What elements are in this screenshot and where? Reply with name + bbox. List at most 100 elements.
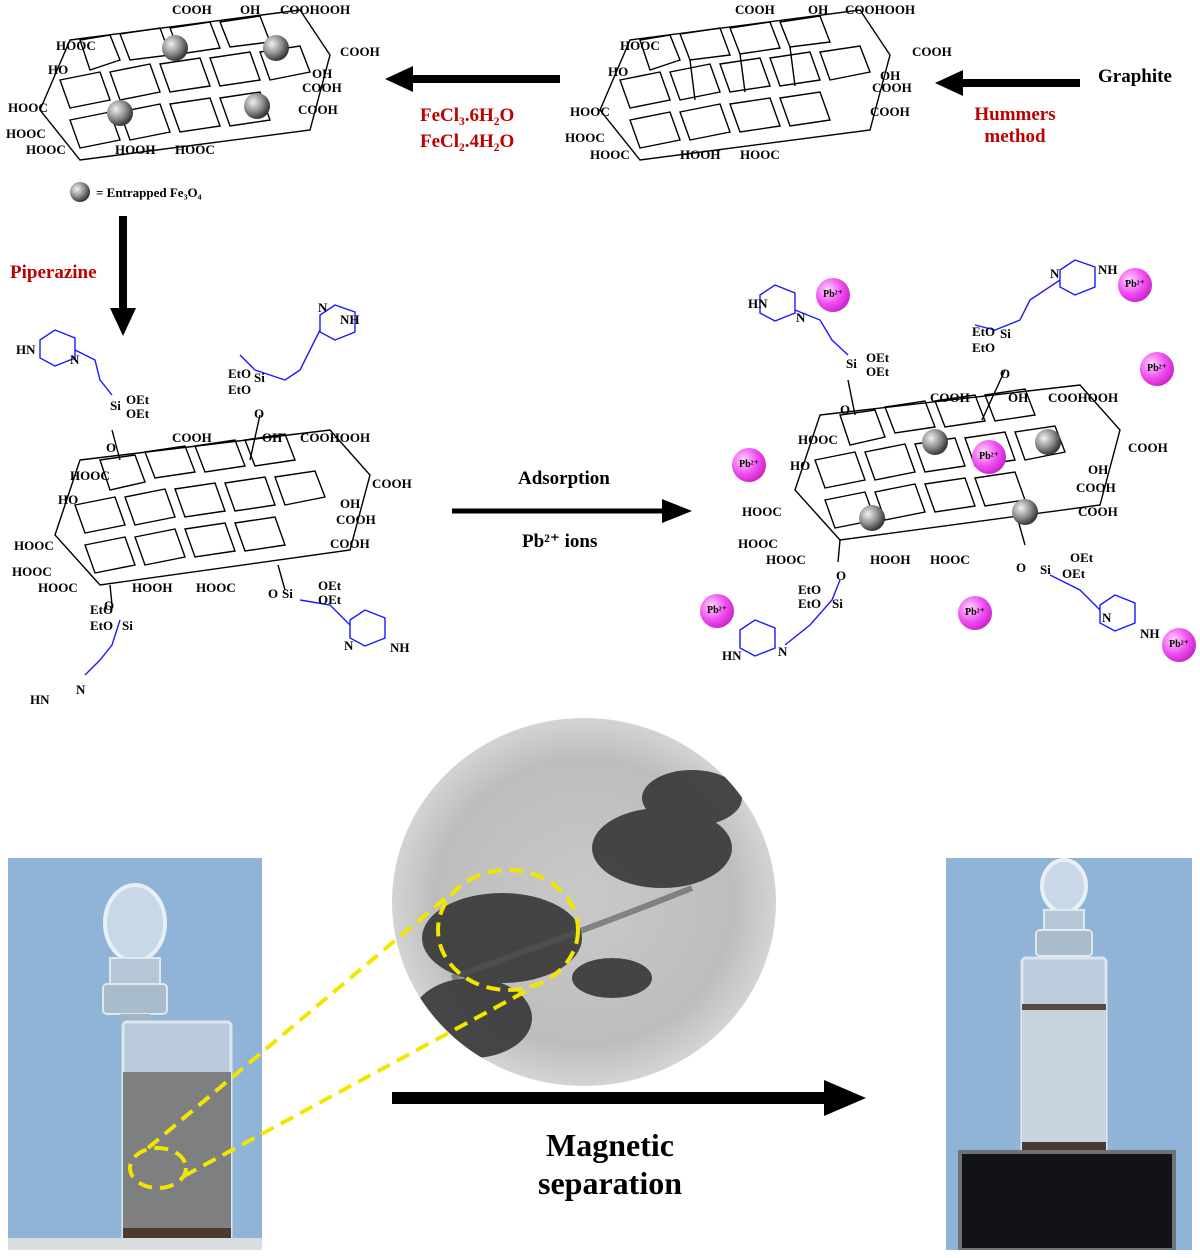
fecl3-label: FeCl₃.6H₂O xyxy=(420,105,515,126)
fmgo-silane-n-4: N xyxy=(76,682,86,697)
pbmgo-label-hooc-1: HOOC xyxy=(798,432,838,447)
go-label-oh-1: OH xyxy=(808,2,829,17)
pbmgo-silane-nh-2: NH xyxy=(1140,626,1160,641)
pbmgo-silane-o-1: O xyxy=(840,402,851,417)
pbmgo-label-cooh-5: COOH xyxy=(1078,504,1118,519)
mgo-label-hooc-4: HOOC xyxy=(26,142,66,157)
pb-ion: Pb²⁺ xyxy=(1162,628,1196,662)
fmgo-label-ho-1: HO xyxy=(58,492,79,507)
pbmgo-silane-si-4: Si xyxy=(1040,562,1051,577)
fmgo-silane-nh-2: NH xyxy=(390,640,410,655)
fmgo-silane-eto-2: EtO xyxy=(228,382,252,397)
pbmgo-label-oh-2: OH xyxy=(1088,462,1109,477)
fmgo-label-cooh-4: COOH xyxy=(336,512,376,527)
pbmgo-silane-n-2: N xyxy=(1050,266,1060,281)
pb-ion: Pb²⁺ xyxy=(958,596,992,630)
go-label-cooh-1: COOH xyxy=(735,2,775,17)
pb-loaded-mgo-structure xyxy=(739,259,1136,657)
pbmgo-silane-o-2: O xyxy=(1000,366,1011,381)
pbmgo-silane-eto-1: EtO xyxy=(972,324,996,339)
fmgo-label-hooh-1: HOOH xyxy=(132,580,173,595)
arrow-mgo-to-functionalized xyxy=(110,216,136,336)
pbmgo-silane-o-4: O xyxy=(1016,560,1027,575)
fe3o4-particle xyxy=(1012,499,1038,525)
fmgo-silane-n-3: N xyxy=(344,638,354,653)
fmgo-silane-oet-3: OEt xyxy=(318,578,342,593)
pbmgo-silane-oet-2: OEt xyxy=(866,364,890,379)
go-label-cooh-2: COOHOOH xyxy=(845,2,916,17)
go-label-hooc-5: HOOC xyxy=(740,147,780,162)
fe3o4-particle xyxy=(859,505,885,531)
fmgo-silane-o-2: O xyxy=(254,406,265,421)
fmgo-silane-nh-1: NH xyxy=(340,312,360,327)
pbmgo-silane-oet-3: OEt xyxy=(1070,550,1094,565)
zoom-callout xyxy=(128,868,580,1190)
fmgo-label-hooc-2: HOOC xyxy=(14,538,54,553)
go-label-ho-1: HO xyxy=(608,64,629,79)
mgo-label-cooh-4: COOH xyxy=(302,80,342,95)
vial-after-photo xyxy=(946,858,1192,1250)
magnetic-separation-line-2: separation xyxy=(538,1165,682,1201)
hummers-line-1: Hummers xyxy=(974,104,1056,125)
pb-ion: Pb²⁺ xyxy=(816,278,850,312)
arrow-adsorption xyxy=(452,499,692,523)
tem-micrograph xyxy=(392,718,776,1086)
pbmgo-label-hooc-2: HOOC xyxy=(742,504,782,519)
fmgo-label-cooh-3: COOH xyxy=(372,476,412,491)
fe3o4-particle xyxy=(922,429,948,455)
pb-ion: Pb²⁺ xyxy=(1140,352,1174,386)
go-label-oh-2: OH xyxy=(880,68,901,83)
pbmgo-label-ho-1: HO xyxy=(790,458,811,473)
fe3o4-particle xyxy=(107,100,133,126)
fmgo-label-hooc-4: HOOC xyxy=(38,580,78,595)
arrow-magnetic-separation xyxy=(392,1080,866,1116)
fmgo-silane-oet-4: OEt xyxy=(318,592,342,607)
pbmgo-silane-hn-2: HN xyxy=(722,648,742,663)
tem-particles xyxy=(412,770,742,1058)
magnetic-graphene-oxide-structure xyxy=(39,9,331,161)
fe3o4-particle xyxy=(162,35,188,61)
fmgo-label-hooc-1: HOOC xyxy=(70,468,110,483)
vial-zoom-ellipse xyxy=(128,1146,188,1190)
fmgo-silane-hn-1: HN xyxy=(16,342,36,357)
vial-before-photo xyxy=(8,858,262,1250)
go-label-cooh-5: COOH xyxy=(870,104,910,119)
fe3o4-particle xyxy=(244,93,270,119)
pbmgo-label-hooh-1: HOOH xyxy=(870,552,911,567)
pbmgo-silane-n-1: N xyxy=(796,310,806,325)
fmgo-label-cooh-5: COOH xyxy=(330,536,370,551)
arrow-go-to-mgo xyxy=(385,66,560,92)
mgo-label-cooh-1: COOH xyxy=(172,2,212,17)
pbmgo-silane-n-3: N xyxy=(1102,610,1112,625)
fe3o4-legend-icon xyxy=(70,182,90,202)
go-label-hooh-1: HOOH xyxy=(680,147,721,162)
mgo-label-cooh-5: COOH xyxy=(298,102,338,117)
pbmgo-label-cooh-4: COOH xyxy=(1076,480,1116,495)
pbmgo-label-hooc-5: HOOC xyxy=(930,552,970,567)
fmgo-label-cooh-1: COOH xyxy=(172,430,212,445)
fmgo-silane-eto-1: EtO xyxy=(228,366,252,381)
fmgo-silane-oet-1: OEt xyxy=(126,392,150,407)
vial-after-drawing xyxy=(958,858,1176,1250)
fe3o4-legend-label: = Entrapped Fe₃O₄ xyxy=(96,185,202,200)
pbmgo-silane-oet-1: OEt xyxy=(866,350,890,365)
pbmgo-silane-si-3: Si xyxy=(832,596,843,611)
fmgo-silane-hn-2: HN xyxy=(30,692,50,707)
mgo-label-hooc-2: HOOC xyxy=(8,100,48,115)
pb-ion: Pb²⁺ xyxy=(972,440,1006,474)
fmgo-silane-si-4: Si xyxy=(282,586,293,601)
go-label-hooc-2: HOOC xyxy=(570,104,610,119)
go-label-hooc-1: HOOC xyxy=(620,38,660,53)
pbmgo-label-cooh-1: COOH xyxy=(930,390,970,405)
graphite-label: Graphite xyxy=(1098,66,1172,87)
fmgo-silane-si-3: Si xyxy=(122,618,133,633)
mgo-label-oh-2: OH xyxy=(312,66,333,81)
fmgo-silane-o-1: O xyxy=(106,440,117,455)
pb-ions-label: Pb²⁺ ions xyxy=(522,531,598,552)
fe3o4-particle xyxy=(263,35,289,61)
piperazine-label: Piperazine xyxy=(10,262,97,283)
hummers-method-label: Hummers method xyxy=(965,104,1065,148)
graphene-oxide-structure xyxy=(599,9,891,161)
fmgo-label-hooc-3: HOOC xyxy=(12,564,52,579)
mgo-label-oh-1: OH xyxy=(240,2,261,17)
